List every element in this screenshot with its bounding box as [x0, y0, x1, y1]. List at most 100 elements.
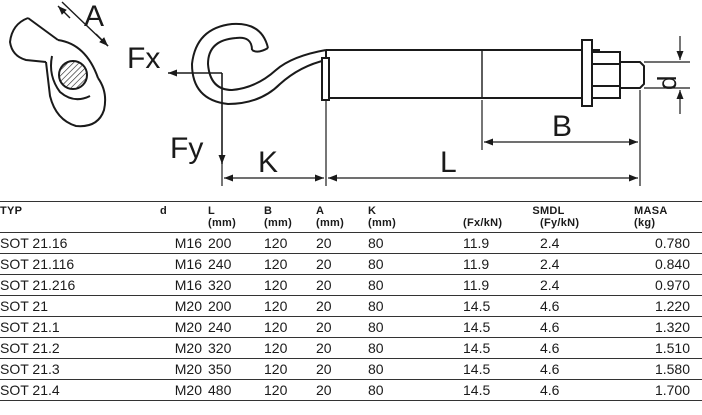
cell-typ: SOT 21.2: [0, 337, 120, 359]
cell-a: 20: [316, 337, 368, 359]
cell-fx: 14.5: [463, 316, 540, 338]
cell-d: M16: [120, 253, 208, 275]
header-a: A: [316, 205, 325, 217]
cell-d: M16: [120, 274, 208, 296]
cell-b: 120: [264, 358, 316, 380]
cell-d: M20: [120, 379, 208, 401]
cell-k: 80: [368, 274, 463, 296]
cell-masa: 1.580: [634, 358, 702, 380]
header-typ: TYP: [0, 205, 23, 217]
cell-l: 480: [208, 379, 264, 401]
cell-masa: 1.220: [634, 295, 702, 317]
cell-fy: 4.6: [540, 379, 634, 401]
header-k: K: [368, 205, 377, 217]
label-b: B: [552, 110, 572, 143]
cell-a: 20: [316, 253, 368, 275]
header-masa: MASA: [634, 205, 668, 217]
cell-masa: 0.970: [634, 274, 702, 296]
cell-d: M20: [120, 295, 208, 317]
cell-fx: 11.9: [463, 274, 540, 296]
cell-masa: 1.700: [634, 379, 702, 401]
header-b: B: [264, 205, 273, 217]
cell-b: 120: [264, 337, 316, 359]
spec-table: TYP d L B A K SMDL MASA (mm) (mm) (mm) (…: [0, 201, 702, 401]
cell-fx: 14.5: [463, 358, 540, 380]
cell-l: 320: [208, 274, 264, 296]
cell-b: 120: [264, 295, 316, 317]
cell-masa: 0.840: [634, 253, 702, 275]
unit-fx: (Fx/kN): [463, 217, 540, 233]
cell-fy: 4.6: [540, 295, 634, 317]
cell-typ: SOT 21.3: [0, 358, 120, 380]
cell-fy: 4.6: [540, 316, 634, 338]
cell-b: 120: [264, 379, 316, 401]
label-d: d: [652, 76, 682, 90]
cell-fy: 4.6: [540, 358, 634, 380]
hook-bolt: [190, 22, 645, 107]
header-smdl: SMDL: [532, 205, 565, 217]
label-fx: Fx: [127, 42, 160, 75]
cell-k: 80: [368, 295, 463, 317]
technical-drawing: A Fx Fy K L B: [8, 0, 690, 186]
cell-typ: SOT 21.16: [0, 232, 120, 254]
header-l: L: [208, 205, 216, 217]
cell-typ: SOT 21: [0, 295, 120, 317]
cell-k: 80: [368, 253, 463, 275]
cell-a: 20: [316, 358, 368, 380]
cell-fx: 11.9: [463, 253, 540, 275]
cell-fx: 14.5: [463, 379, 540, 401]
cell-a: 20: [316, 316, 368, 338]
cell-l: 240: [208, 253, 264, 275]
cell-k: 80: [368, 358, 463, 380]
label-k: K: [258, 146, 278, 179]
cell-b: 120: [264, 316, 316, 338]
cell-b: 120: [264, 274, 316, 296]
cell-a: 20: [316, 232, 368, 254]
cell-k: 80: [368, 316, 463, 338]
cell-masa: 1.510: [634, 337, 702, 359]
unit-a: (mm): [316, 217, 368, 233]
cross-section-detail: [8, 1, 109, 128]
cell-l: 240: [208, 316, 264, 338]
cell-fy: 2.4: [540, 253, 634, 275]
table-top-border: [0, 201, 702, 202]
cell-k: 80: [368, 232, 463, 254]
unit-fy: (Fy/kN): [540, 217, 634, 233]
cell-k: 80: [368, 379, 463, 401]
cell-b: 120: [264, 253, 316, 275]
cell-b: 120: [264, 232, 316, 254]
cell-l: 320: [208, 337, 264, 359]
header-d: d: [160, 205, 168, 217]
cell-typ: SOT 21.216: [0, 274, 120, 296]
cell-l: 200: [208, 232, 264, 254]
cell-fx: 11.9: [463, 232, 540, 254]
cell-masa: 1.320: [634, 316, 702, 338]
cell-fx: 14.5: [463, 295, 540, 317]
cell-l: 350: [208, 358, 264, 380]
unit-masa: (kg): [634, 217, 702, 233]
cell-l: 200: [208, 295, 264, 317]
cell-d: M20: [120, 337, 208, 359]
cell-k: 80: [368, 337, 463, 359]
cell-fy: 4.6: [540, 337, 634, 359]
cell-typ: SOT 21.116: [0, 253, 120, 275]
unit-b: (mm): [264, 217, 316, 233]
cell-fy: 2.4: [540, 274, 634, 296]
unit-l: (mm): [208, 217, 264, 233]
cell-a: 20: [316, 295, 368, 317]
cell-typ: SOT 21.1: [0, 316, 120, 338]
cell-typ: SOT 21.4: [0, 379, 120, 401]
cell-d: M20: [120, 316, 208, 338]
cell-a: 20: [316, 379, 368, 401]
cell-a: 20: [316, 274, 368, 296]
unit-k: (mm): [368, 217, 463, 233]
cell-fx: 14.5: [463, 337, 540, 359]
